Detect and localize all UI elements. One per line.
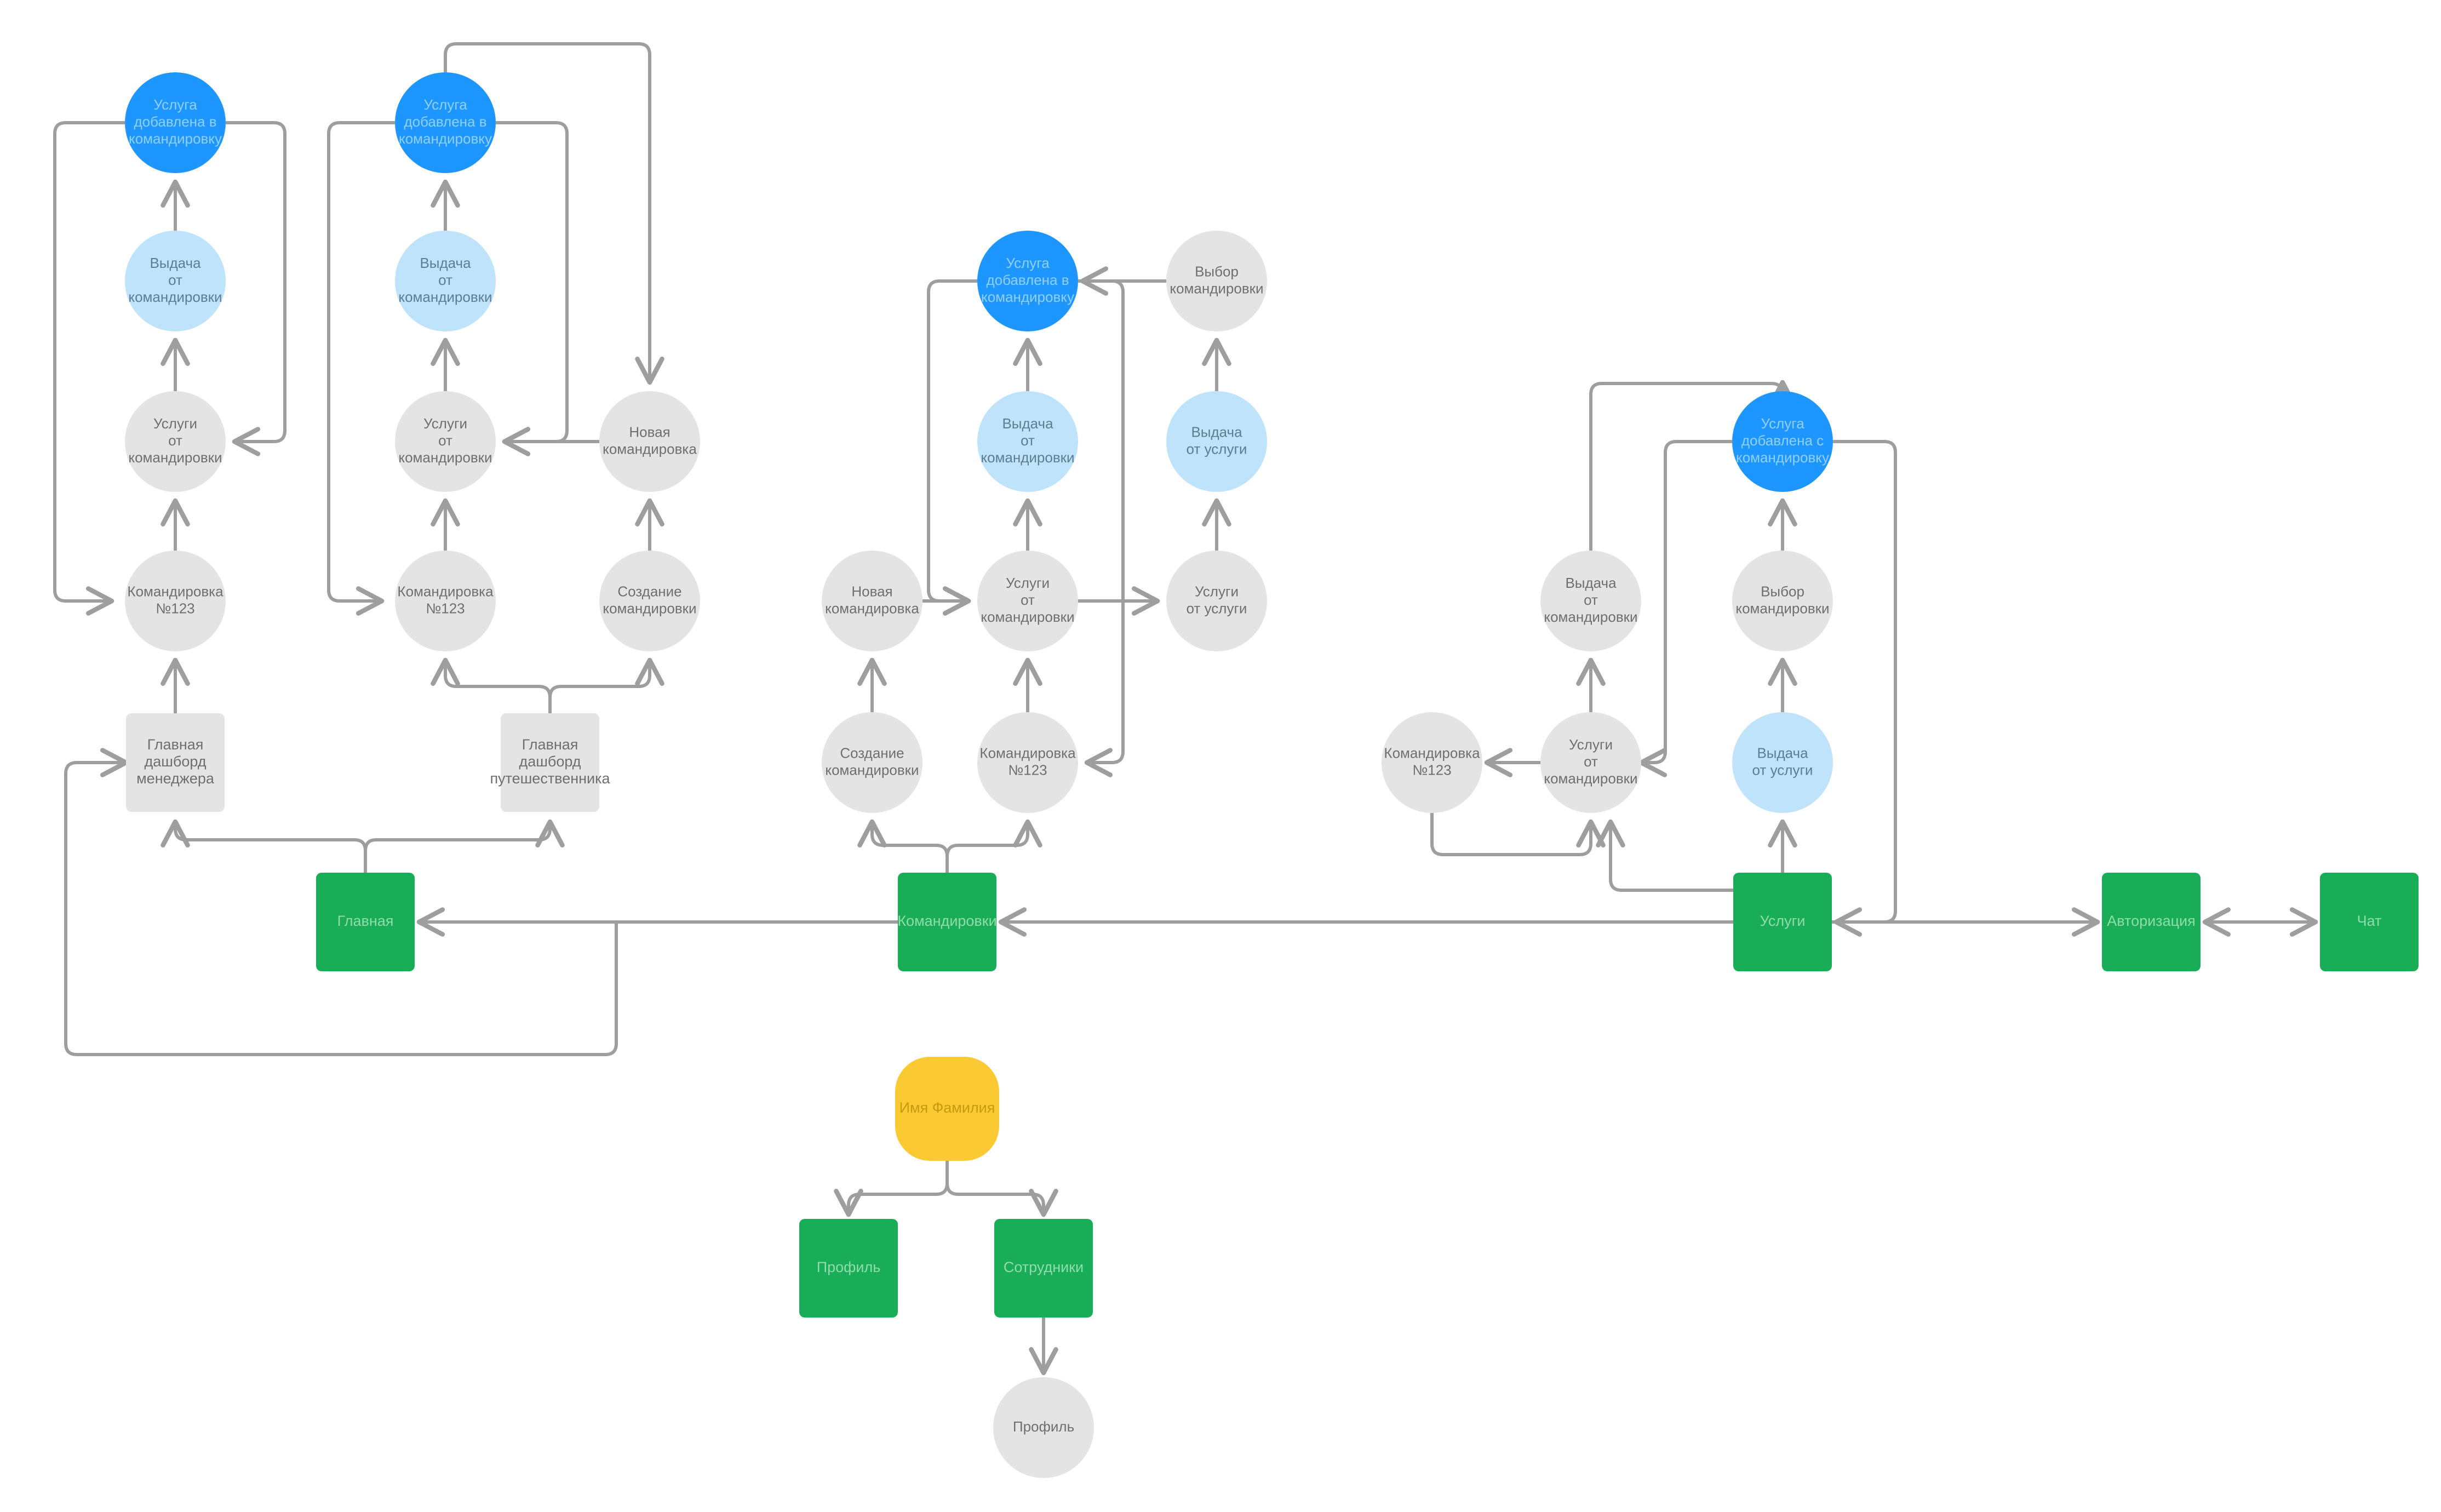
node-n33[interactable]: Имя Фамилия xyxy=(895,1057,999,1161)
edge-user-to-employees xyxy=(946,1161,1058,1217)
node-shape-grey xyxy=(977,712,1078,813)
node-shape-lightblue xyxy=(1166,391,1267,492)
edge-added4-to-services4-loop xyxy=(1638,440,1732,777)
edge-main-to-trav-dash xyxy=(364,819,565,873)
node-shape-grey xyxy=(395,391,496,492)
edge-main-to-mgr-dash xyxy=(161,819,367,873)
node-shape-grey xyxy=(1732,551,1833,651)
edge-issue4-to-added4-loop xyxy=(1589,380,1797,551)
edge-layer xyxy=(53,42,2318,1376)
edge-trips-to-create3 xyxy=(857,819,949,873)
node-shape-grey xyxy=(395,551,496,651)
node-shape-grey xyxy=(993,1377,1094,1478)
node-shape-blue xyxy=(977,231,1078,331)
node-n32[interactable]: Чат xyxy=(2320,873,2419,971)
edge-added2-to-newtrip-loop xyxy=(444,42,664,385)
node-shape-green xyxy=(799,1219,898,1318)
node-shape-grey xyxy=(1382,712,1482,813)
node-n36[interactable]: Профиль xyxy=(993,1377,1094,1478)
node-shape-grey xyxy=(126,713,225,812)
edge-added2-to-services-loop xyxy=(496,121,569,456)
edge-added3-to-trip3-loop xyxy=(1078,279,1125,777)
edge-svcs-to-services4 xyxy=(1596,819,1733,892)
node-n31[interactable]: Авторизация xyxy=(2102,873,2201,971)
edge-added4-to-svcs-loop xyxy=(1833,440,1897,937)
node-shape-lightblue xyxy=(977,391,1078,492)
node-shape-yellow xyxy=(895,1057,999,1161)
node-shape-grey xyxy=(501,713,599,812)
node-shape-lightblue xyxy=(395,231,496,331)
node-shape-green xyxy=(2320,873,2419,971)
node-shape-green xyxy=(2102,873,2201,971)
node-shape-green xyxy=(898,873,996,971)
edge-travdash-to-trip xyxy=(431,657,552,713)
node-shape-grey xyxy=(977,551,1078,651)
node-n13[interactable]: Главная xyxy=(316,873,415,971)
node-shape-green xyxy=(994,1219,1093,1318)
node-n34[interactable]: Профиль xyxy=(799,1219,898,1318)
node-shape-grey xyxy=(1166,551,1267,651)
node-n30[interactable]: Услуги xyxy=(1733,873,1832,971)
node-shape-grey xyxy=(125,391,226,492)
edge-travdash-to-create xyxy=(548,657,664,713)
edge-added2-to-trip-loop xyxy=(327,121,395,616)
node-shape-lightblue xyxy=(1732,712,1833,813)
node-shape-grey xyxy=(1166,231,1267,331)
node-shape-grey xyxy=(125,551,226,651)
node-shape-grey xyxy=(599,391,700,492)
node-shape-blue xyxy=(395,72,496,173)
node-shape-blue xyxy=(125,72,226,173)
node-shape-grey xyxy=(599,551,700,651)
node-shape-grey xyxy=(822,551,922,651)
node-n23[interactable]: Командировки xyxy=(897,873,997,971)
edge-added-to-services-loop xyxy=(226,121,286,456)
node-shape-grey xyxy=(1540,551,1641,651)
edge-trip4-to-services4-loop xyxy=(1430,813,1606,856)
edge-added3-to-services3-loop xyxy=(927,279,977,616)
edge-user-to-profile xyxy=(834,1161,949,1217)
edge-added-to-trip-loop xyxy=(53,121,125,616)
node-shape-grey xyxy=(1540,712,1641,813)
node-n35[interactable]: Сотрудники xyxy=(994,1219,1093,1318)
node-shape-lightblue xyxy=(125,231,226,331)
node-shape-green xyxy=(316,873,415,971)
node-shape-blue xyxy=(1732,391,1833,492)
edge-trips-to-trip3 xyxy=(946,819,1042,873)
edge-long-return-to-mgrdash xyxy=(64,748,618,1056)
node-shape-grey xyxy=(822,712,922,813)
node-shape-green xyxy=(1733,873,1832,971)
